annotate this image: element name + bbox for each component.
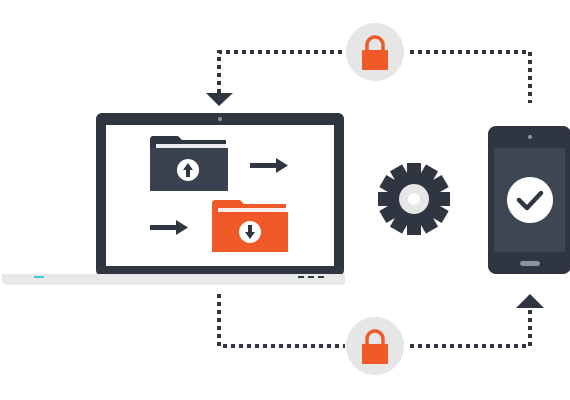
checkmark-icon — [507, 177, 553, 223]
download-folder-icon — [212, 200, 288, 252]
upload-folder-icon — [150, 136, 228, 191]
laptop-base — [2, 274, 345, 285]
connector-bottom — [217, 294, 532, 348]
padlock-icon — [362, 329, 388, 364]
phone-camera — [528, 135, 532, 139]
padlock-icon — [362, 35, 388, 70]
smartphone-icon — [488, 126, 570, 274]
phone-home-button — [520, 261, 540, 266]
arrow-right-upload — [250, 158, 288, 173]
lock-bottom — [346, 317, 404, 375]
lock-top — [346, 23, 404, 81]
arrow-right-download — [150, 220, 188, 235]
arrow-up-to-phone — [516, 294, 544, 308]
laptop-led — [34, 276, 44, 278]
gear-icon — [378, 163, 450, 235]
laptop-camera — [218, 117, 222, 121]
arrow-down-to-laptop — [206, 93, 233, 106]
connector-top — [217, 50, 532, 103]
